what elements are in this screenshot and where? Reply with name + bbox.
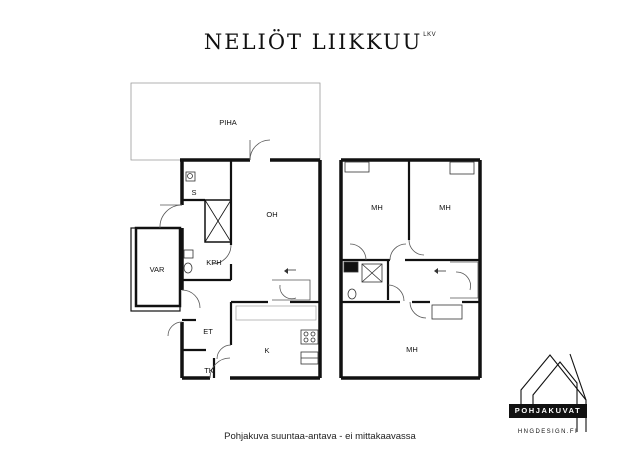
storage-var — [130, 226, 182, 312]
brand-name: NELIÖT LIIKKUU — [203, 30, 423, 54]
room-label-oh: OH — [266, 210, 277, 219]
brand-suffix: LKV — [423, 32, 437, 38]
upper-floor-fixtures — [343, 161, 479, 320]
room-label-k: K — [264, 346, 269, 355]
logo-site: HNGDESIGN.FI — [517, 429, 579, 435]
yard-outline — [130, 82, 321, 161]
house-logo — [520, 353, 587, 432]
ground-floor-interior — [182, 160, 320, 378]
plan-caption: Pohjakuva suuntaa-antava - ei mittakaava… — [224, 431, 416, 442]
upper-floor-interior — [341, 160, 480, 304]
room-label-s: S — [191, 188, 196, 197]
ground-floor-walls — [180, 158, 322, 380]
ground-floor-fixtures — [183, 171, 319, 365]
room-label-et: ET — [203, 327, 213, 336]
room-label-piha: PIHA — [219, 118, 237, 127]
room-label-mh-upper-right: MH — [439, 203, 451, 212]
upper-floor-doors — [349, 239, 427, 319]
room-label-mh-upper-left: MH — [371, 203, 383, 212]
room-label-tk: TK — [204, 366, 214, 375]
room-label-kph: KPH — [206, 258, 221, 267]
logo-badge: POHJAKUVAT — [509, 404, 587, 418]
brand-title: NELIÖT LIIKKUULKV — [0, 30, 640, 54]
upper-floor-walls — [339, 158, 482, 380]
room-label-var: VAR — [150, 265, 165, 274]
ground-floor-doors — [159, 139, 271, 379]
room-label-mh-lower: MH — [406, 345, 418, 354]
